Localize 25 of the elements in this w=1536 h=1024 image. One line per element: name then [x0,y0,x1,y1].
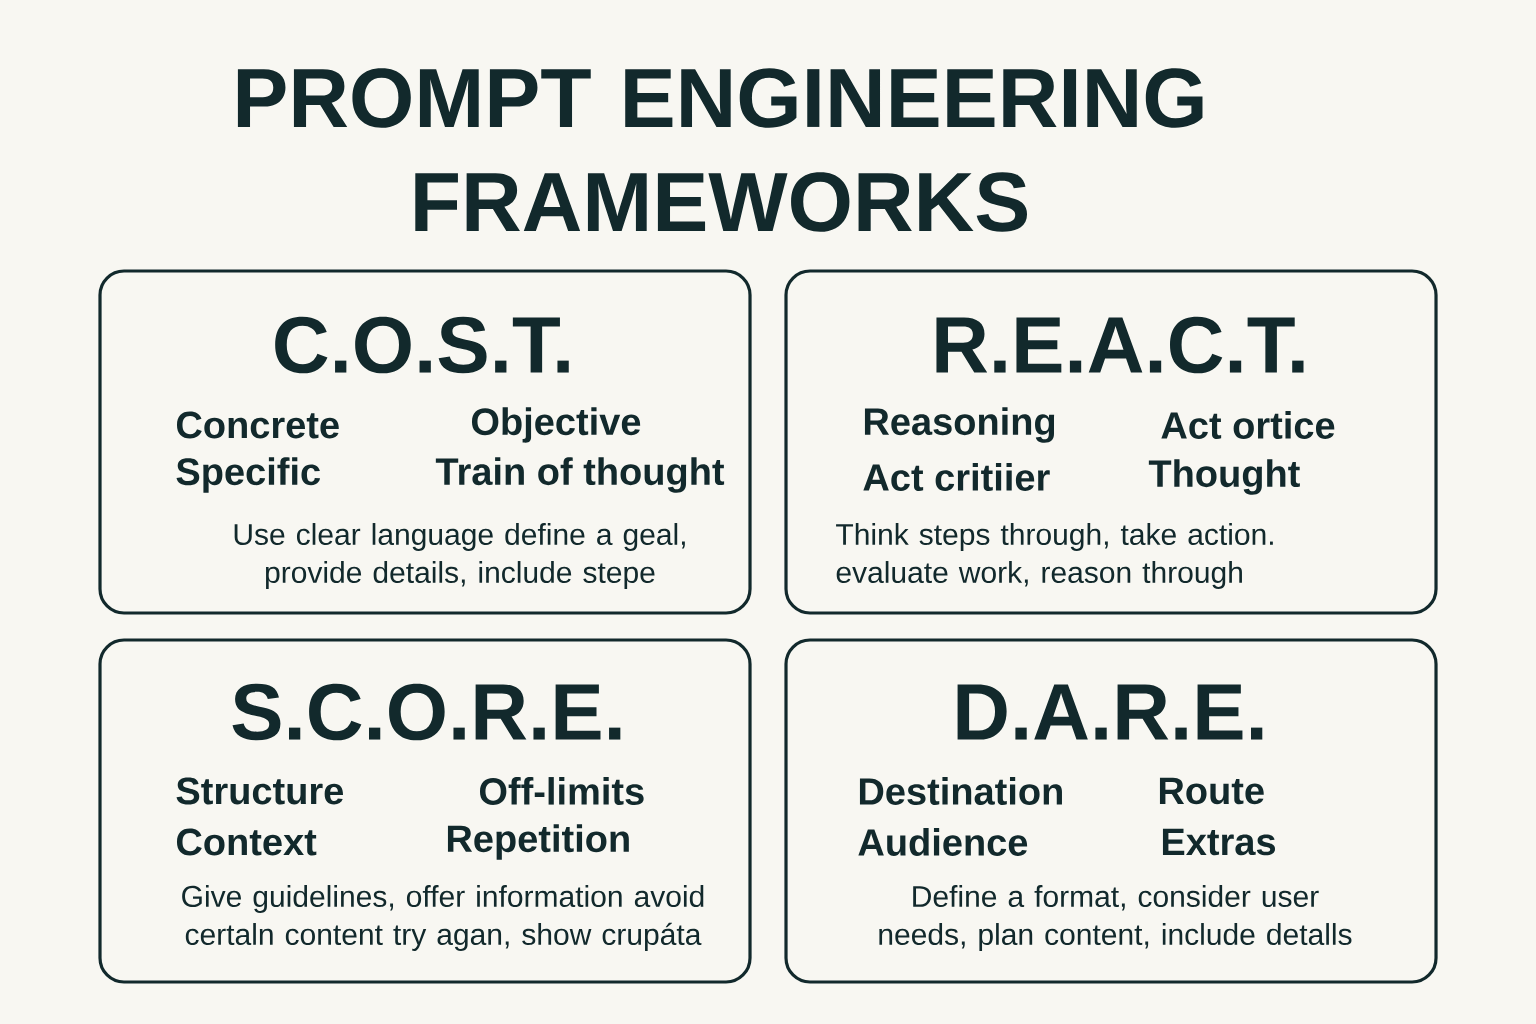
term: Thought [1148,459,1300,495]
term: Act ortice [1161,411,1335,439]
description: Use clear language define a geal, provide details, include stepe [234,523,685,589]
acronym-heading: D.A.R.E. [957,684,1263,740]
term: Concrete [176,411,339,439]
term: Route [1159,777,1264,805]
description: Give guidelines, offer information avoid certaln content try agan, show crupáta [182,885,704,951]
term: Audience [858,828,1028,856]
acronym-heading: R.E.A.C.T. [936,316,1304,374]
term: Structure [176,777,343,805]
description: Define a format, consider user needs, plan content, include detalls [879,885,1352,951]
title: PROMPT ENGINEERING FRAMEWORKS [237,68,1203,232]
term: Extras [1162,828,1275,856]
term: Act critiier [863,463,1050,491]
term: Specific [176,457,320,493]
term: Destination [859,777,1062,805]
term: Reasoning [864,407,1055,443]
description: Think steps through, take action. evaluate work, reason through [836,523,1273,589]
acronym-heading: S.C.O.R.E. [232,683,621,741]
term: Context [176,828,317,856]
term: Repetition [447,824,629,860]
acronym-heading: C.O.S.T. [275,316,569,374]
term: Off-limits [480,777,644,805]
term: Train of thought [435,457,725,493]
term: Objective [472,407,641,443]
